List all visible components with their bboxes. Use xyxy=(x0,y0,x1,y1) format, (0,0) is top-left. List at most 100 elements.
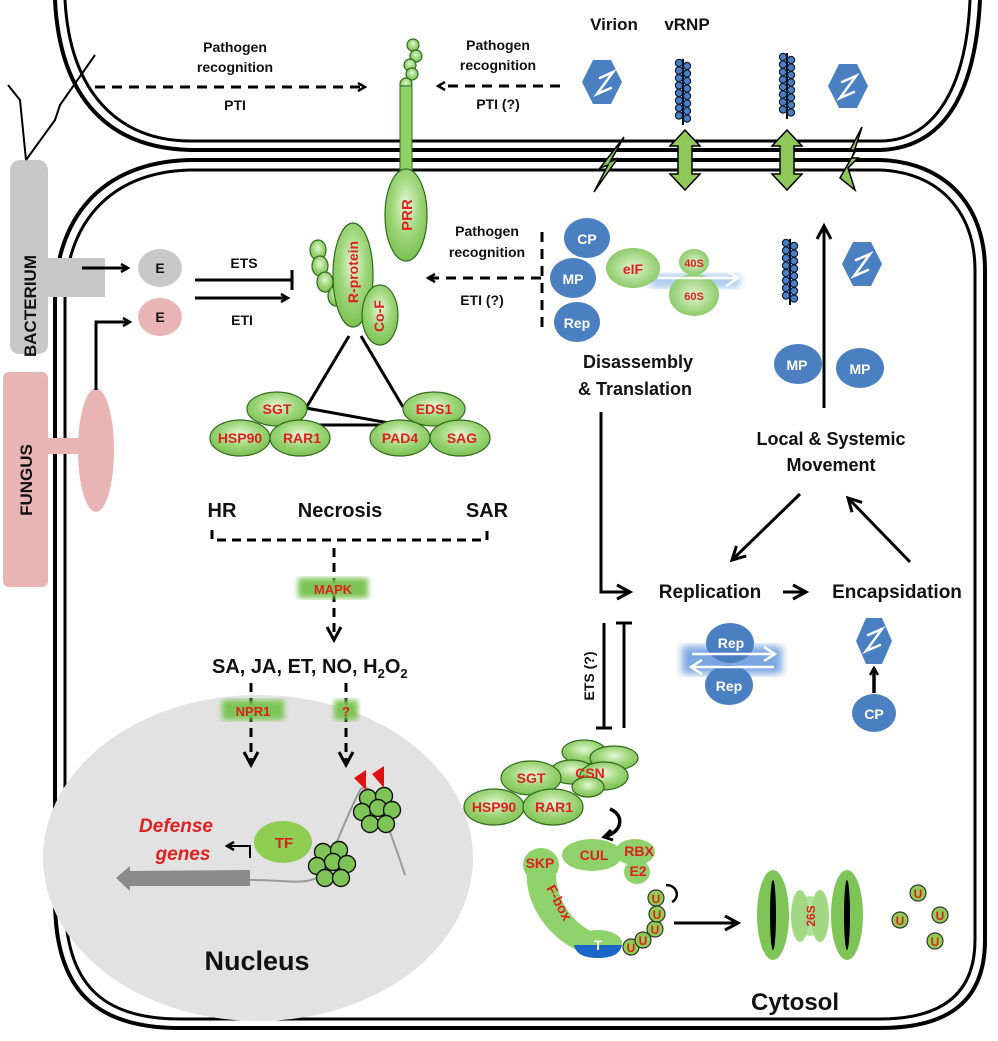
h2o2-sub-2: 2 xyxy=(400,666,407,681)
ubiquitin-label: U xyxy=(627,941,636,955)
proteasome-label: 26S xyxy=(804,905,818,926)
hr-label: HR xyxy=(208,500,237,522)
rnp-bead xyxy=(674,103,684,113)
prr-receptor: PRR xyxy=(384,38,428,262)
rnp-bead xyxy=(778,82,788,92)
chaperone-complex: SGT HSP90 RAR1 xyxy=(209,391,331,457)
cp-protein xyxy=(852,694,896,732)
effector-label-fungal: E xyxy=(155,309,164,325)
rnp-bead xyxy=(682,106,692,116)
ets-label: ETS xyxy=(230,255,257,271)
rnp-bead xyxy=(682,76,692,86)
rnp-bead xyxy=(789,286,799,296)
movement-to-replication-arrow xyxy=(732,492,802,560)
hsp90-label-cytosol: HSP90 xyxy=(472,799,517,815)
rnp-bead xyxy=(674,111,684,120)
rnp-bead xyxy=(789,256,799,266)
virion-icon xyxy=(842,242,882,286)
mapk-highlight xyxy=(298,578,368,598)
rar1-label: RAR1 xyxy=(283,430,321,446)
r-protein-complex: R-protein Co-F xyxy=(309,222,399,346)
ubiquitin-label: U xyxy=(653,908,662,922)
rnp-bead xyxy=(786,108,796,117)
nucleus-label: Nucleus xyxy=(204,946,309,976)
eds1-label: EDS1 xyxy=(416,401,453,417)
mp-label-1: MP xyxy=(787,357,808,373)
rnp-bead xyxy=(674,88,684,98)
rep-label-bottom: Rep xyxy=(716,678,742,694)
recycling-arrowhead xyxy=(601,828,614,842)
rnp-bead xyxy=(781,291,791,300)
signal-molecules: SA, JA, ET, NO, H2O2 xyxy=(212,656,408,681)
unknown-label: ? xyxy=(342,704,350,719)
histone xyxy=(315,868,335,888)
host-cell-membrane xyxy=(53,158,987,1030)
60s-label: 60S xyxy=(684,291,704,303)
ubiquitin xyxy=(647,889,665,907)
eti-label: ETI xyxy=(231,312,253,328)
rnp-bead xyxy=(778,67,788,77)
ets-inhibition-up xyxy=(616,621,632,728)
ets-q-label: ETS (?) xyxy=(581,652,597,701)
bacterial-effector xyxy=(138,249,182,287)
r-protein-label: R-protein xyxy=(345,241,361,303)
prr-label: PRR xyxy=(399,199,416,231)
rnp-bead xyxy=(786,85,796,95)
rnp-bead xyxy=(789,279,799,288)
rnp-bead xyxy=(786,93,796,102)
defense-gene-arrow xyxy=(116,866,250,891)
ubiquitin xyxy=(931,906,949,924)
rnp-bead xyxy=(674,96,684,105)
40s-label: 40S xyxy=(684,258,704,270)
rnp-bead xyxy=(674,73,684,83)
rbx-label: RBX xyxy=(624,843,654,859)
skp-label: SKP xyxy=(526,855,555,871)
histone-mark-flag xyxy=(372,766,384,788)
ubiquitin-label: U xyxy=(651,923,660,937)
npr1-label: NPR1 xyxy=(236,704,271,719)
mapk-label: MAPK xyxy=(314,582,353,597)
cof-label: Co-F xyxy=(371,300,387,332)
pti-left-label: PTI xyxy=(224,97,246,113)
cp-label-encapsidation: CP xyxy=(864,706,883,722)
viral-proteins-disassembly: CP MP Rep xyxy=(550,218,610,342)
ubiquitin xyxy=(891,911,909,929)
movement-label-l2: Movement xyxy=(786,455,875,475)
mp-label-2: MP xyxy=(850,361,871,377)
pti-right-recognition-l2: recognition xyxy=(460,57,536,73)
translation-to-replication-arrow xyxy=(599,412,630,592)
rnp-bead xyxy=(674,81,684,90)
rnp-bead xyxy=(778,60,788,69)
histone xyxy=(376,814,396,834)
rnp-bead xyxy=(781,253,791,263)
tf-label: TF xyxy=(275,835,293,852)
ubiquitin-label: U xyxy=(652,892,661,906)
fungus-effector-arrow xyxy=(94,322,130,390)
virion-label: Virion xyxy=(590,15,638,34)
rnp-bead xyxy=(778,75,788,84)
fungus: FUNGUS xyxy=(3,322,130,587)
flagellum xyxy=(7,54,96,161)
translation-machinery: eIF 40S 60S xyxy=(606,248,741,316)
proteasome-26s: 26S xyxy=(757,870,863,960)
pti-left-recognition-l2: recognition xyxy=(197,59,273,75)
rnp-bead xyxy=(786,55,796,65)
rnp-bead xyxy=(682,61,692,71)
effector-label-bacterial: E xyxy=(155,260,164,276)
rnp-bead xyxy=(674,66,684,75)
eti-recognition-l1: Pathogen xyxy=(455,223,519,239)
signals-label: SA, JA, ET, NO, H xyxy=(212,656,378,678)
unknown-highlight xyxy=(334,700,358,720)
csn-complex: CSN xyxy=(549,739,639,798)
rnp-bead xyxy=(786,78,796,87)
chromatin xyxy=(249,766,406,888)
hsp90-label: HSP90 xyxy=(218,430,263,446)
rnp-bead xyxy=(786,70,796,80)
fungus-label: FUNGUS xyxy=(17,444,36,516)
ets-inhibition xyxy=(195,270,294,290)
ubiquitin-label: U xyxy=(931,935,940,949)
rnp-bead xyxy=(789,264,799,273)
